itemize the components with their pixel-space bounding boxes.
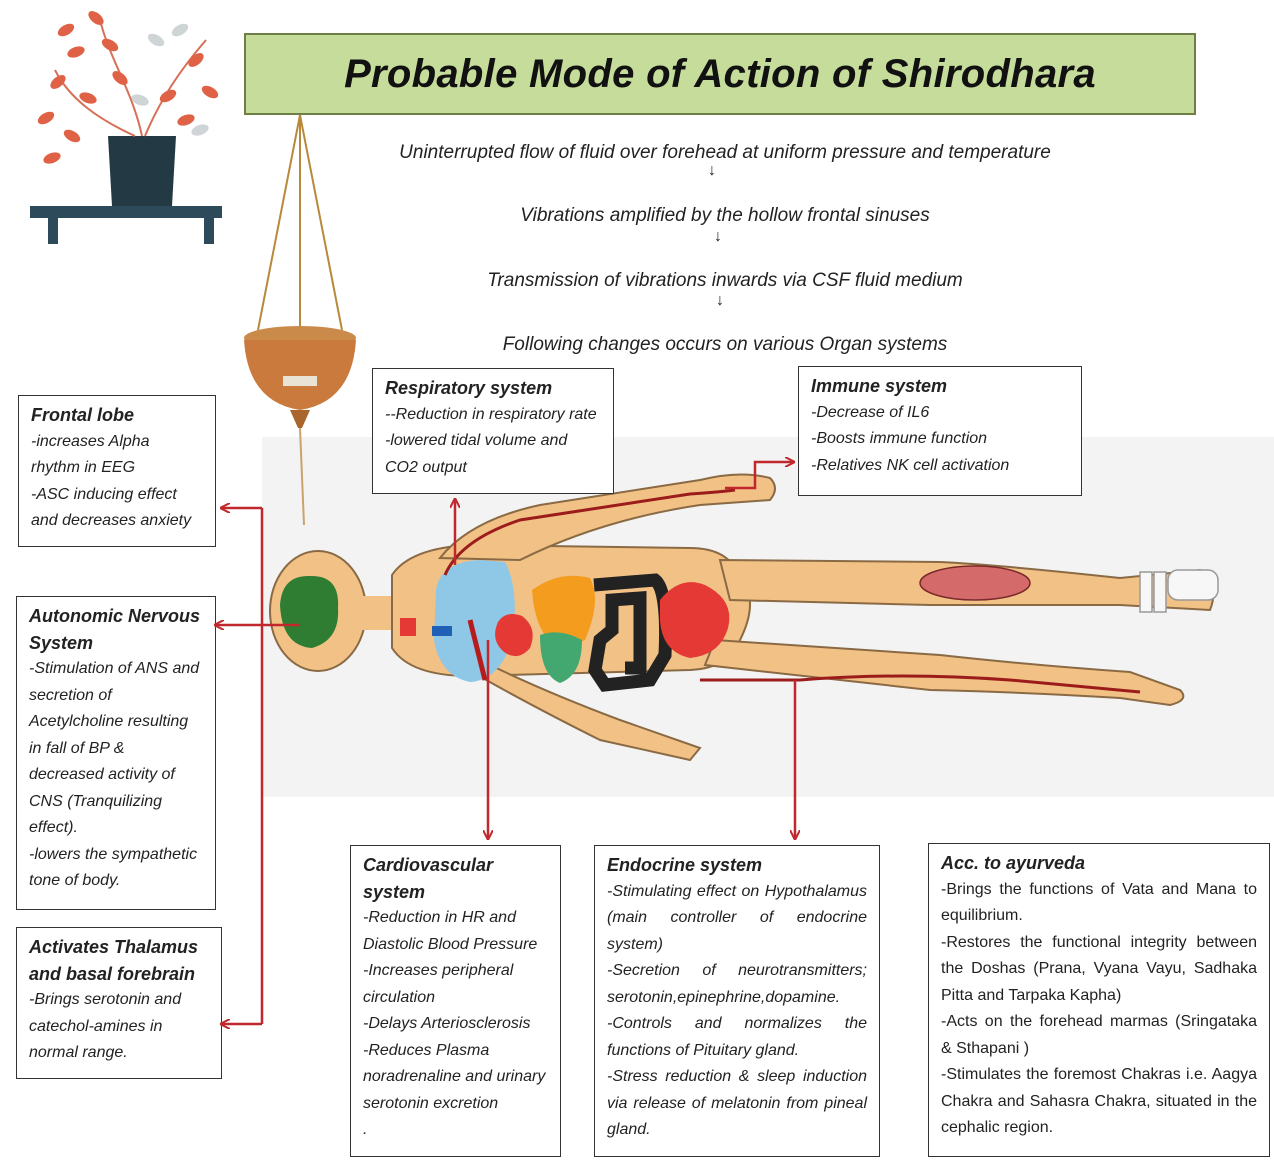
ayurveda-box: Acc. to ayurveda -Brings the functions o… [928, 843, 1270, 1157]
box-line: . [363, 1117, 548, 1144]
box-line: normal range. [29, 1040, 209, 1067]
page-title: Probable Mode of Action of Shirodhara [344, 52, 1096, 97]
box-line: -Stimulates the foremost Chakras i.e. Aa… [941, 1062, 1257, 1142]
box-line: decreased activity of [29, 762, 203, 789]
box-heading: Endocrine system [607, 852, 867, 879]
box-heading: Frontal lobe [31, 402, 203, 429]
frontal-lobe-box: Frontal lobe -increases Alpha rhythm in … [18, 395, 216, 547]
box-line: -Secretion of neurotransmitters; seroton… [607, 958, 867, 1011]
box-line: rhythm in EEG [31, 455, 203, 482]
box-line: -Stimulating effect on Hypothalamus (mai… [607, 879, 867, 959]
flow-step-4: Following changes occurs on various Orga… [360, 334, 1090, 356]
box-line: CO2 output [385, 455, 601, 482]
box-line: -Reduces Plasma [363, 1038, 548, 1065]
immune-system-box: Immune system -Decrease of IL6 -Boosts i… [798, 366, 1082, 496]
box-heading: Activates Thalamus and basal forebrain [29, 934, 209, 987]
box-line: and decreases anxiety [31, 508, 203, 535]
box-line: secretion of [29, 683, 203, 710]
flow-step-3: Transmission of vibrations inwards via C… [360, 270, 1090, 292]
arrow-down-icon: ↓ [716, 292, 724, 310]
respiratory-system-box: Respiratory system --Reduction in respir… [372, 368, 614, 494]
box-line: -Brings the functions of Vata and Mana t… [941, 877, 1257, 930]
box-line: Diastolic Blood Pressure [363, 932, 548, 959]
cardiovascular-system-box: Cardiovascular system -Reduction in HR a… [350, 845, 561, 1157]
box-line: tone of body. [29, 868, 203, 895]
box-line: -Stimulation of ANS and [29, 656, 203, 683]
thalamus-box: Activates Thalamus and basal forebrain -… [16, 927, 222, 1079]
box-line: -Delays Arteriosclerosis [363, 1011, 548, 1038]
flow-step-2: Vibrations amplified by the hollow front… [360, 205, 1090, 227]
box-heading: Cardiovascular system [363, 852, 548, 905]
box-line: catechol-amines in [29, 1014, 209, 1041]
box-line: Acetylcholine resulting [29, 709, 203, 736]
box-line: -Relatives NK cell activation [811, 453, 1069, 480]
box-line: effect). [29, 815, 203, 842]
box-line: noradrenaline and urinary [363, 1064, 548, 1091]
box-line: -Stress reduction & sleep induction via … [607, 1064, 867, 1144]
box-line: -Boosts immune function [811, 426, 1069, 453]
plant-pot-illustration [30, 8, 222, 244]
box-heading: Acc. to ayurveda [941, 850, 1257, 877]
box-line: in fall of BP & [29, 736, 203, 763]
box-line: -increases Alpha [31, 429, 203, 456]
box-heading: Autonomic Nervous System [29, 603, 203, 656]
box-line: -Increases peripheral [363, 958, 548, 985]
box-heading: Respiratory system [385, 375, 601, 402]
flow-step-1: Uninterrupted flow of fluid over forehea… [360, 142, 1090, 164]
box-line: -lowers the sympathetic [29, 842, 203, 869]
endocrine-system-box: Endocrine system -Stimulating effect on … [594, 845, 880, 1157]
box-line: -Brings serotonin and [29, 987, 209, 1014]
box-line: -Decrease of IL6 [811, 400, 1069, 427]
box-line: -Acts on the forehead marmas (Sringataka… [941, 1009, 1257, 1062]
box-line: circulation [363, 985, 548, 1012]
arrow-down-icon: ↓ [708, 162, 716, 180]
box-line: -Controls and normalizes the functions o… [607, 1011, 867, 1064]
box-line: -ASC inducing effect [31, 482, 203, 509]
box-heading: Immune system [811, 373, 1069, 400]
title-banner: Probable Mode of Action of Shirodhara [244, 33, 1196, 115]
box-line: --Reduction in respiratory rate [385, 402, 601, 429]
box-line: serotonin excretion [363, 1091, 548, 1118]
autonomic-nervous-system-box: Autonomic Nervous System -Stimulation of… [16, 596, 216, 910]
box-line: -lowered tidal volume and [385, 428, 601, 455]
box-line: CNS (Tranquilizing [29, 789, 203, 816]
box-line: -Reduction in HR and [363, 905, 548, 932]
arrow-down-icon: ↓ [714, 228, 722, 246]
box-line: -Restores the functional integrity betwe… [941, 930, 1257, 1010]
